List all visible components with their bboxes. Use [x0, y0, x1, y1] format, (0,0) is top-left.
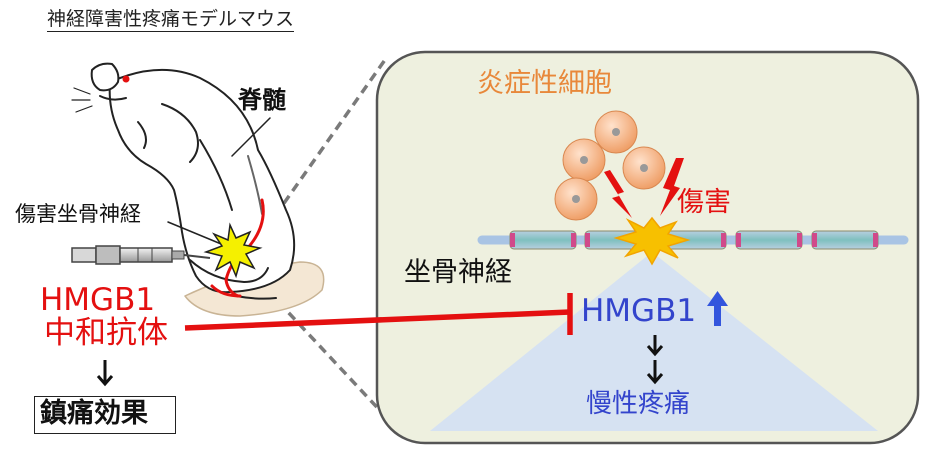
label-injured-sciatic-nerve: 傷害坐骨神経: [15, 202, 141, 226]
label-hmgb1-left: HMGB1: [40, 282, 156, 318]
label-sciatic-nerve: 坐骨神経: [404, 257, 512, 288]
label-chronic-pain: 慢性疼痛: [586, 389, 691, 419]
nerve-segment: [509, 230, 577, 250]
down-arrow-icon: [646, 360, 664, 385]
up-arrow-icon: [707, 291, 728, 326]
label-spinal-cord: 脊髄: [238, 86, 286, 114]
inflammatory-cells: [554, 110, 666, 221]
label-hmgb1-right: HMGB1: [581, 293, 697, 329]
lightning-bolt-icon: [604, 170, 632, 218]
analgesic-effect-box: [34, 396, 176, 434]
down-arrow-icon: [646, 335, 664, 357]
label-inflammatory-cells: 炎症性細胞: [477, 68, 612, 99]
nerve-segments: [509, 230, 879, 250]
diagram-title: 神経障害性疼痛モデルマウス: [47, 8, 295, 32]
down-arrow-icon: [96, 360, 114, 387]
injury-burst: [203, 222, 263, 279]
syringe-icon: [71, 245, 211, 265]
label-neutralizing-antibody: 中和抗体: [44, 315, 168, 351]
label-analgesic-effect: 鎮痛効果: [40, 398, 148, 429]
label-damage: 傷害: [677, 187, 731, 218]
nerve-segment: [735, 230, 803, 250]
lightning-bolt-icon: [660, 158, 684, 216]
damage-burst: [613, 216, 691, 266]
nerve-segment: [811, 230, 879, 250]
inhibition-line: [184, 309, 571, 331]
